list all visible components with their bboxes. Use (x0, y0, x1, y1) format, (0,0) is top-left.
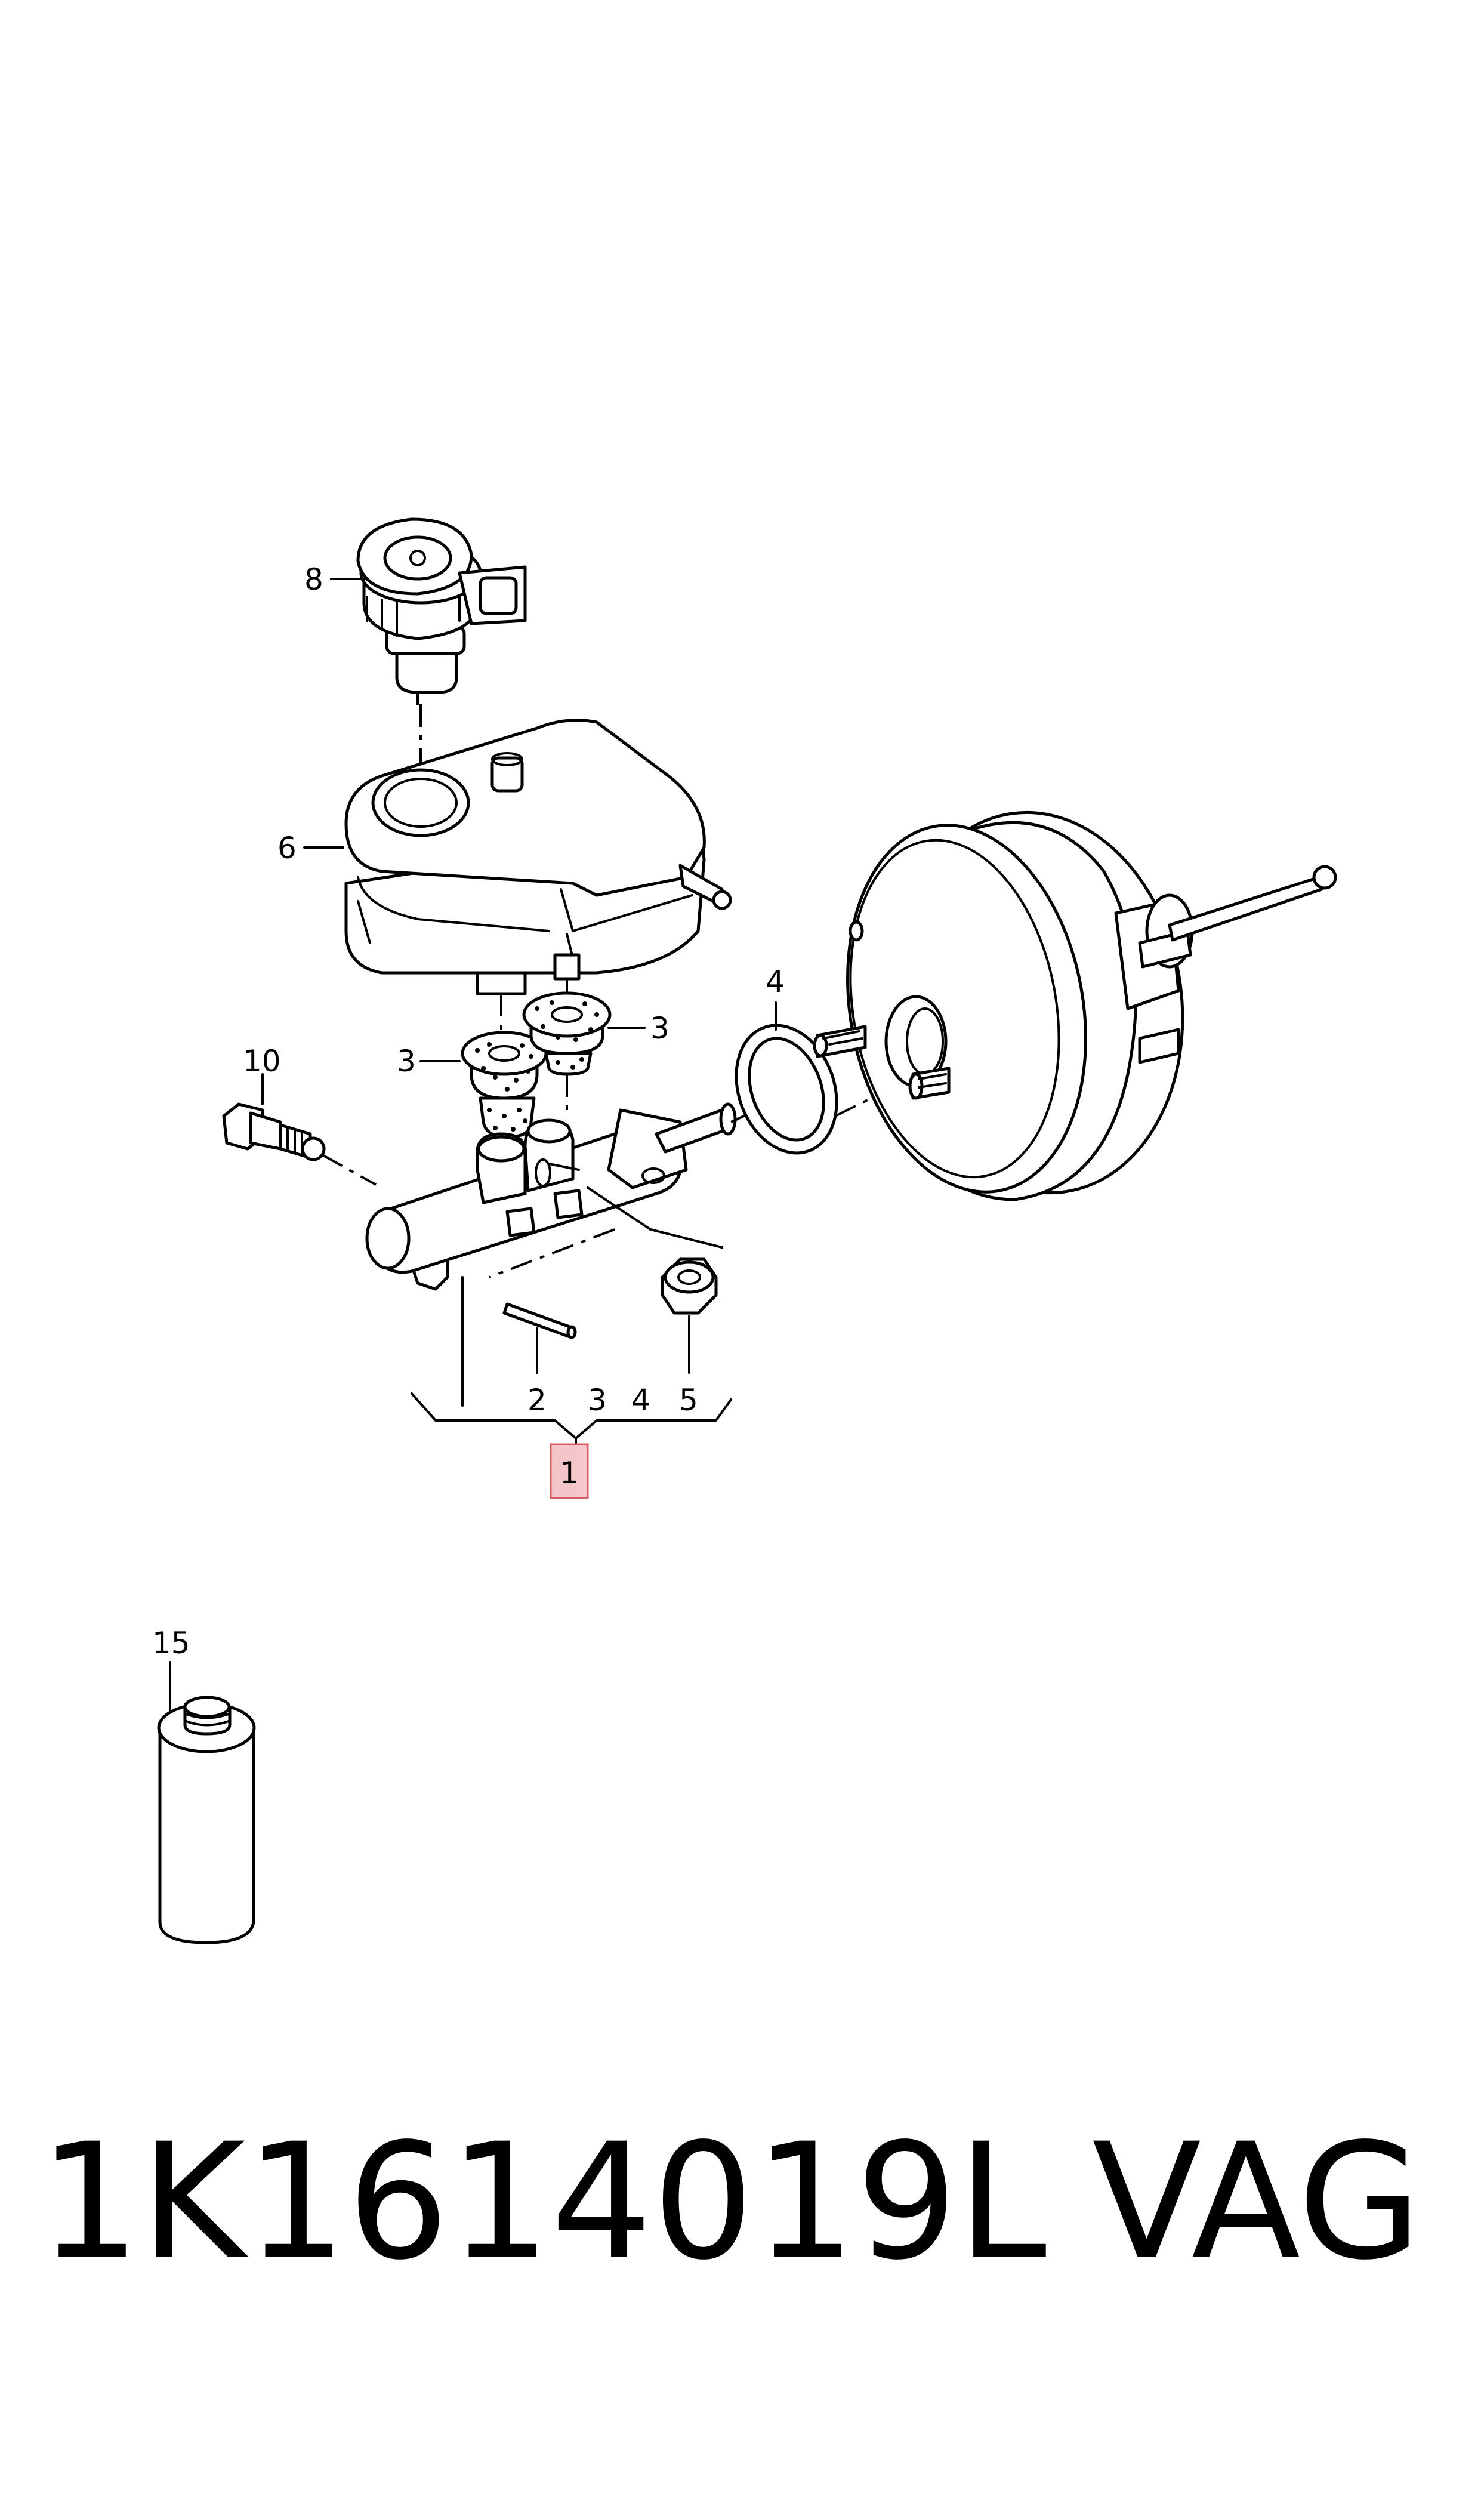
highlight-callout-1[interactable] (550, 1443, 589, 1499)
callout-3-left: 3 (397, 1044, 416, 1078)
part-4-gasket (735, 1024, 838, 1155)
callout-15: 15 (152, 1626, 190, 1660)
part-8-level-sensor-cap (356, 517, 527, 705)
callout-3-group: 3 (588, 1383, 607, 1417)
part-3-seal-right (522, 991, 612, 1076)
part-15-brake-fluid-bottle (157, 1696, 256, 1944)
leader-10-to-1 (322, 1154, 377, 1186)
part-10-pressure-sensor (222, 1102, 326, 1161)
brake-booster (813, 810, 1337, 1201)
callout-2: 2 (527, 1383, 547, 1417)
leader-1-to-5 (649, 1228, 723, 1249)
brand-caption: VAG (1092, 2109, 1422, 2295)
leader-4-to-booster (835, 1094, 878, 1117)
callout-4-gasket: 4 (766, 964, 785, 999)
part-1-master-cylinder (365, 1102, 737, 1291)
callout-6: 6 (277, 831, 297, 865)
callout-8: 8 (304, 562, 323, 597)
callout-10: 10 (243, 1044, 281, 1078)
part-5-nut (661, 1258, 718, 1315)
callout-4-group: 4 (631, 1383, 650, 1417)
part-3-seal-left (461, 1031, 548, 1139)
callout-5: 5 (679, 1383, 698, 1417)
callout-3-right: 3 (650, 1011, 670, 1046)
part-6-fluid-reservoir (344, 719, 732, 995)
group-bracket (411, 1276, 732, 1445)
callout-1[interactable]: 1 (560, 1456, 579, 1490)
leader-1-to-2 (489, 1228, 615, 1278)
part-number-caption: 1K1614019L (39, 2109, 1047, 2295)
part-2-pin (502, 1302, 577, 1339)
